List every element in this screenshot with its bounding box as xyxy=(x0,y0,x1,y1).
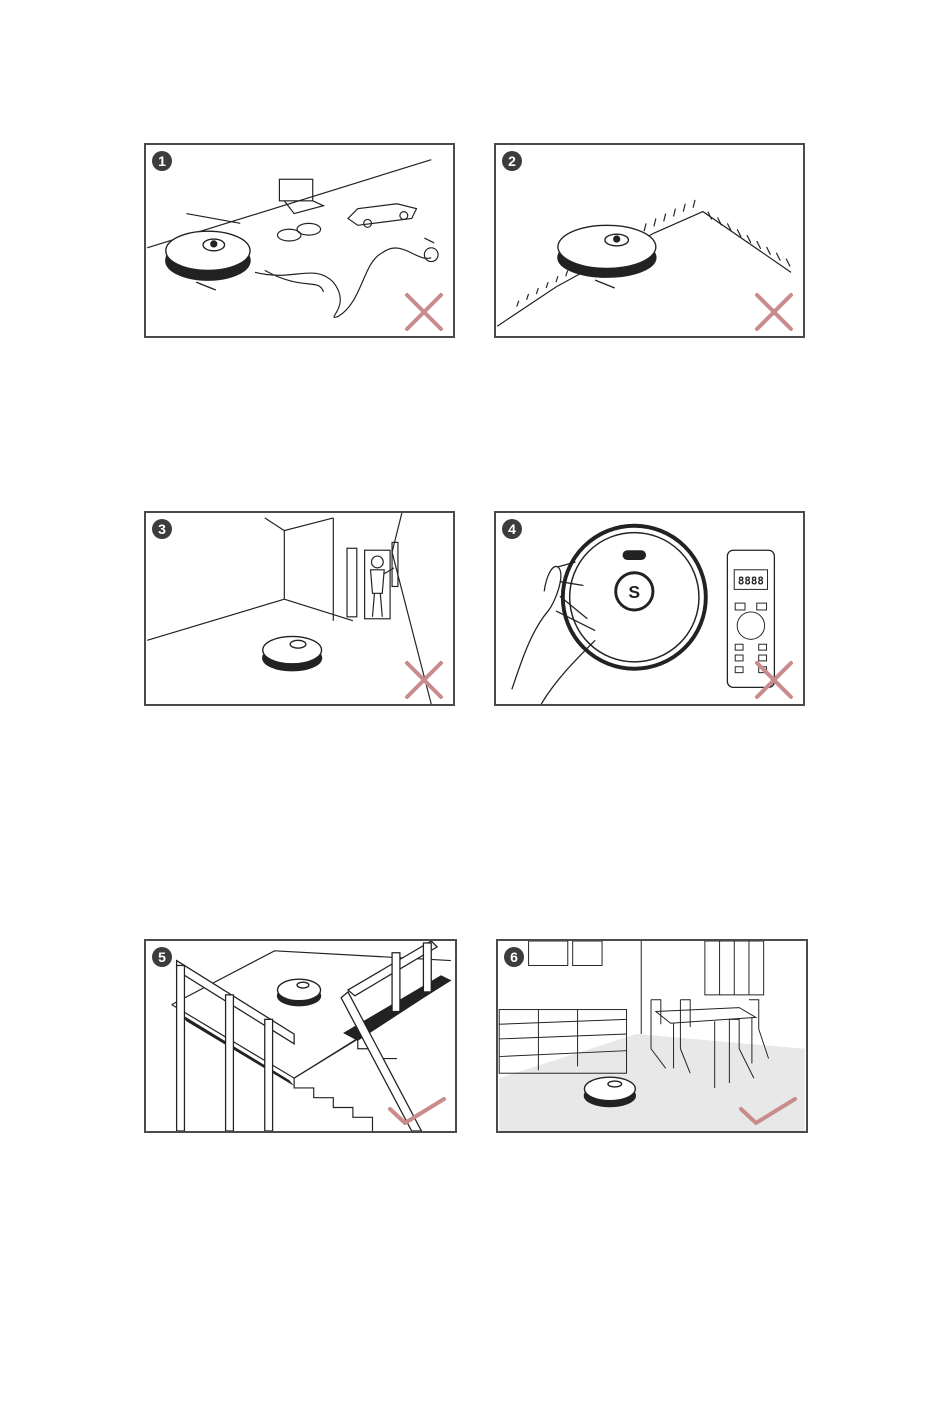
cross-icon xyxy=(753,660,795,700)
robot-vacuum xyxy=(277,979,320,1005)
robot-vacuum xyxy=(558,225,656,288)
robot-vacuum xyxy=(263,636,322,670)
robot-logo: S xyxy=(628,582,640,602)
step-number-badge: 5 xyxy=(152,947,172,967)
check-icon xyxy=(387,1091,447,1127)
step-number-badge: 2 xyxy=(502,151,522,171)
cross-icon xyxy=(403,660,445,700)
step-number-badge: 3 xyxy=(152,519,172,539)
cross-icon xyxy=(753,292,795,332)
illustration-panel-2: 2 xyxy=(494,143,805,338)
cross-icon xyxy=(403,292,445,332)
remote-display: 8888 xyxy=(738,575,764,588)
step-number-badge: 1 xyxy=(152,151,172,171)
illustration-panel-5: 5 xyxy=(144,939,457,1133)
step-number-badge: 4 xyxy=(502,519,522,539)
check-icon xyxy=(738,1091,798,1127)
step-number-badge: 6 xyxy=(504,947,524,967)
robot-vacuum xyxy=(584,1077,635,1106)
illustration-panel-4: S 8888 4 xyxy=(494,511,805,706)
robot-vacuum-top-view: S xyxy=(563,526,706,669)
illustration-panel-6: 6 xyxy=(496,939,808,1133)
illustration-panel-1: 1 xyxy=(144,143,455,338)
illustration-panel-3: 3 xyxy=(144,511,455,706)
robot-vacuum xyxy=(166,231,250,290)
